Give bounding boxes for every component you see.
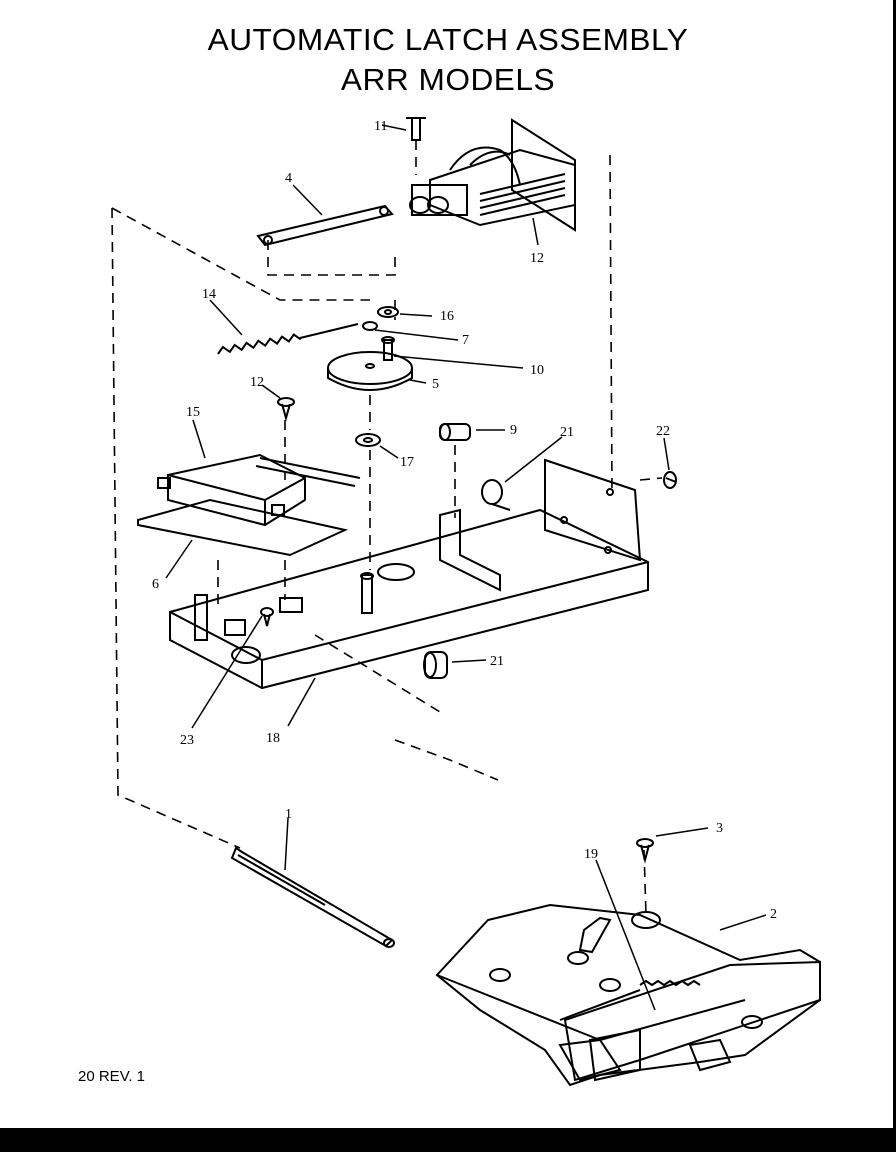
part-18-washer-hole (363, 437, 373, 443)
part-17-washer (377, 306, 399, 318)
part-6-plate (137, 498, 349, 557)
callout-17: 16 (440, 309, 454, 324)
callout-19: 18 (266, 731, 280, 746)
part-4-link (256, 204, 394, 247)
callout-5: 5 (432, 377, 439, 392)
callout-15: 14 (202, 287, 216, 302)
callout-6: 6 (152, 577, 159, 592)
part-23-screw (260, 607, 274, 627)
part-7-clip (362, 321, 378, 331)
part-19-bracket (169, 458, 649, 690)
revision-note: 20 REV. 1 (78, 1068, 145, 1085)
part-9-cap (439, 423, 471, 441)
part-3-screw (636, 838, 654, 864)
part-2-latch-plate (435, 903, 821, 1087)
assembly-guide-lines (111, 140, 663, 916)
part-17-washer-hole (384, 309, 392, 315)
part-15-spring (217, 323, 359, 355)
callout-leader-lines (165, 124, 767, 1011)
part-18-washer (355, 433, 381, 447)
callout-9: 9 (510, 423, 517, 438)
callout-1: 1 (285, 807, 292, 822)
callout-18: 17 (400, 455, 414, 470)
callout-22: 22 (656, 424, 670, 439)
callout-21-upper: 21 (560, 425, 574, 440)
callout-4: 4 (285, 171, 292, 186)
callout-7: 7 (462, 333, 469, 348)
part-11-pin (406, 117, 426, 141)
part-14-motor (409, 118, 576, 232)
part-1-rod (230, 846, 395, 948)
callout-10: 10 (530, 363, 544, 378)
scan-edge-bottom (0, 1128, 896, 1152)
part-21-bumper-upper (481, 479, 511, 511)
callout-2: 2 (770, 907, 777, 922)
callout-16: 15 (186, 405, 200, 420)
part-10-pin (381, 336, 395, 361)
part-22-screw (663, 471, 677, 489)
callout-21-lower: 21 (490, 654, 504, 669)
part-12-screw (277, 397, 295, 422)
callout-3: 3 (716, 821, 723, 836)
part-16-switch (157, 453, 361, 527)
callout-11: 11 (374, 119, 387, 134)
diagram-title: AUTOMATIC LATCH ASSEMBLY (207, 22, 689, 57)
part-5-cam (327, 351, 413, 391)
diagram-subtitle: ARR MODELS (340, 62, 556, 97)
scan-edge-right (893, 0, 896, 1152)
callout-12: 12 (250, 375, 264, 390)
callout-23: 23 (180, 733, 194, 748)
callout-14: 12 (530, 251, 544, 266)
callout-20: 19 (584, 847, 598, 862)
part-21-bumper-lower (423, 651, 448, 679)
